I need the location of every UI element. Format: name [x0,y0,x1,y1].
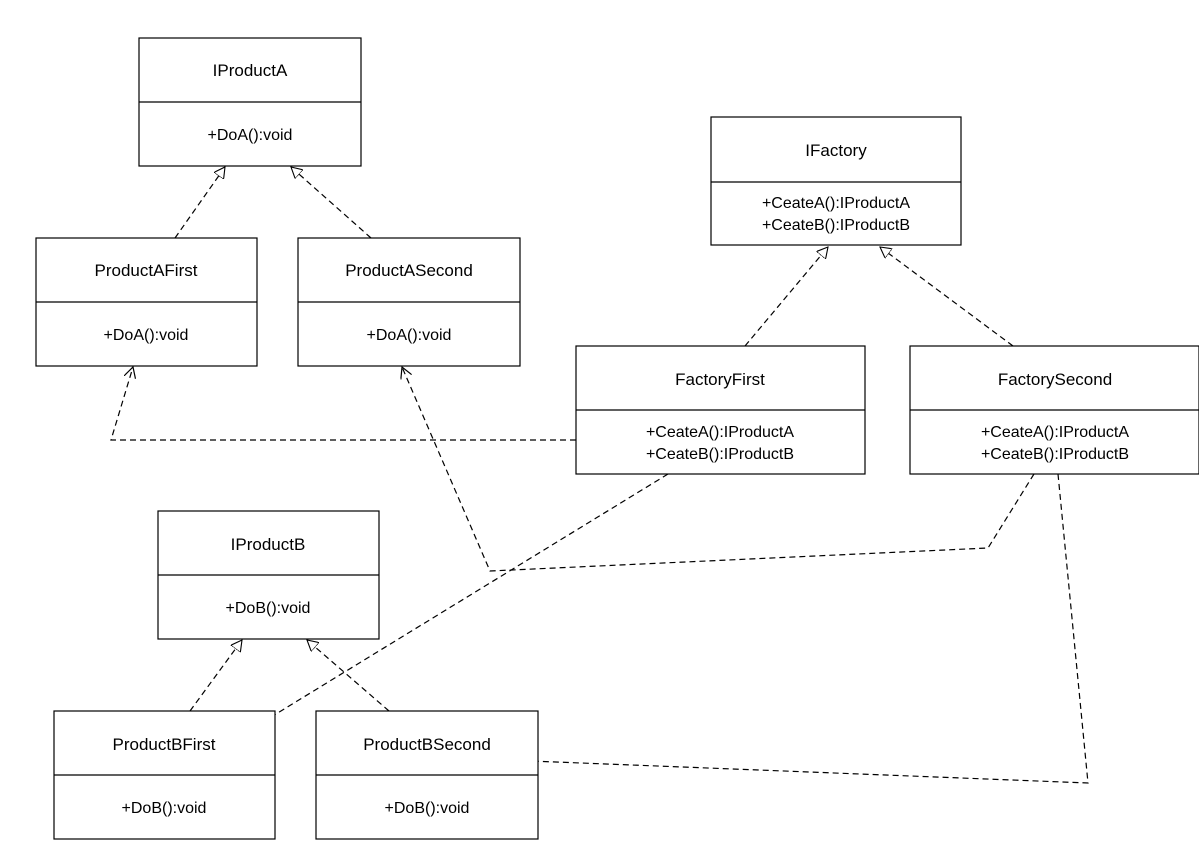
class-iproductb[interactable]: IProductB +DoB():void [157,510,380,640]
realization-productasecond-to-iproducta [291,167,372,239]
realization-productafirst-to-iproducta [174,167,225,239]
class-name: IProductA [213,61,288,80]
class-operation: +CeateB():IProductB [981,446,1129,463]
class-name: ProductAFirst [95,261,198,280]
class-operation: +CeateA():IProductA [762,195,910,212]
class-operation: +DoB():void [122,800,207,817]
class-productafirst[interactable]: ProductAFirst +DoA():void [35,237,258,367]
realization-productbfirst-to-iproductb [189,640,242,712]
class-name: ProductBFirst [113,735,216,754]
class-operation: +DoA():void [208,127,293,144]
dependency-factorysecond-to-productasecond [402,367,1035,572]
class-operation: +CeateB():IProductB [762,217,910,234]
class-name: IProductB [231,535,306,554]
class-iproducta[interactable]: IProductA +DoA():void [138,37,362,167]
class-name: IFactory [805,141,867,160]
class-name: ProductASecond [345,261,473,280]
class-productasecond[interactable]: ProductASecond +DoA():void [297,237,521,367]
class-operation: +CeateA():IProductA [981,424,1129,441]
realization-factoryfirst-to-ifactory [744,247,828,347]
class-operation: +DoA():void [367,327,452,344]
class-factorysecond[interactable]: FactorySecond +CeateA():IProductA +Ceate… [909,345,1199,475]
class-name: ProductBSecond [363,735,491,754]
class-operation: +DoB():void [385,800,470,817]
realization-productbsecond-to-iproductb [307,640,390,712]
class-operation: +DoB():void [226,600,311,617]
class-name: FactorySecond [998,370,1112,389]
class-operation: +DoA():void [104,327,189,344]
dependency-factorysecond-to-productbsecond [457,473,1089,784]
class-productbfirst[interactable]: ProductBFirst +DoB():void [53,710,276,840]
class-operation: +CeateA():IProductA [646,424,794,441]
class-ifactory[interactable]: IFactory +CeateA():IProductA +CeateB():I… [710,116,962,246]
class-name: FactoryFirst [675,370,765,389]
dependency-factoryfirst-to-productbfirst [178,473,669,774]
realization-factorysecond-to-ifactory [880,247,1014,347]
dependency-factoryfirst-to-productafirst [110,367,576,441]
class-operation: +CeateB():IProductB [646,446,794,463]
class-productbsecond[interactable]: ProductBSecond +DoB():void [315,710,539,840]
class-factoryfirst[interactable]: FactoryFirst +CeateA():IProductA +CeateB… [575,345,866,475]
